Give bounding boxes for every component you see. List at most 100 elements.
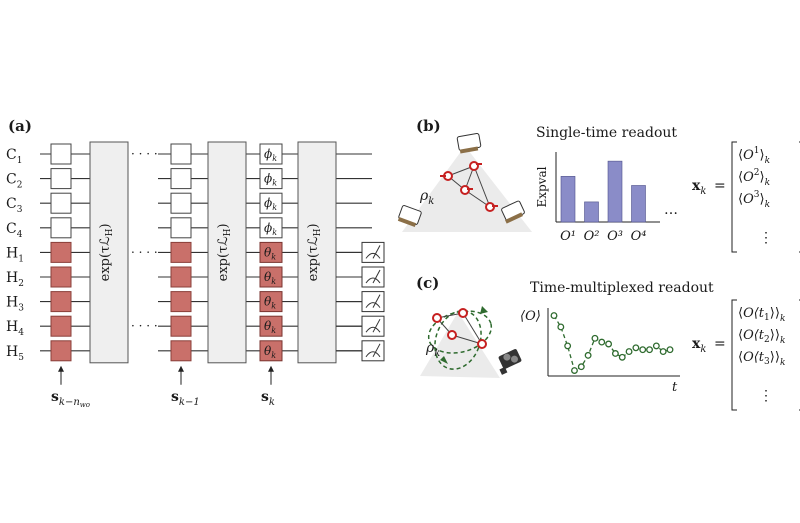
tick-label: O³: [607, 229, 623, 244]
vector-lhs: xk: [692, 336, 706, 355]
data-point: [659, 348, 667, 356]
input-label: sk−nwo: [51, 389, 90, 409]
control-box: [50, 143, 72, 165]
series-line: [553, 315, 671, 372]
data-point: [652, 342, 660, 350]
input-encoding-box: [50, 315, 72, 337]
line-chart: ⟨O⟩t: [520, 308, 680, 395]
detector-icon: [397, 205, 422, 227]
measurement-meter: [361, 291, 385, 313]
y-axis-label: ⟨O⟩: [520, 309, 541, 324]
input-encoding-box: [50, 266, 72, 288]
input-label: sk−1: [171, 389, 200, 408]
data-point: [646, 346, 653, 354]
feature-vector-b: xk=⟨O1⟩k⟨O2⟩k⟨O3⟩k⋮: [692, 141, 800, 253]
equals-sign: =: [714, 336, 726, 352]
ellipsis-dots: · · · ·: [131, 245, 158, 259]
data-point: [605, 340, 613, 348]
input-arrowhead: [268, 365, 274, 372]
theta-gate-label: θk: [264, 344, 276, 360]
theta-gate-label: θk: [264, 295, 276, 311]
theta-gate-label: θk: [264, 245, 276, 261]
theta-gate: [259, 266, 283, 288]
vertical-dots: ⋮: [759, 230, 773, 246]
data-point: [666, 346, 674, 354]
meter-arc: [365, 351, 381, 358]
control-box: [170, 168, 192, 190]
measurement-meter: [361, 241, 385, 263]
evolution-label: exp(τℒH): [216, 223, 233, 281]
qubit-label: H2: [6, 270, 24, 289]
vector-entry: ⟨O2⟩k: [738, 168, 770, 188]
theta-gate: [259, 291, 283, 313]
ellipsis-dots: · · · ·: [131, 319, 158, 333]
control-box: [170, 192, 192, 214]
qubit-label: H1: [6, 245, 24, 264]
evolution-label: exp(τℒH): [98, 223, 115, 281]
data-point: [564, 342, 572, 350]
meter-needle: [372, 245, 381, 259]
tick-label: O¹: [560, 229, 576, 244]
phi-gate: [259, 168, 283, 190]
input-encoding-box: [170, 315, 192, 337]
spin-node: [447, 330, 457, 340]
panel-b-title: Single-time readout: [536, 125, 677, 141]
phi-gate-label: ϕk: [264, 172, 277, 188]
control-box: [50, 217, 72, 239]
data-point: [625, 348, 633, 356]
measurement-meter: [361, 266, 385, 288]
evolution-gate: [89, 141, 129, 364]
tick-label: O²: [584, 229, 600, 244]
qubit-label: C1: [6, 147, 22, 166]
qubit-label: C3: [6, 196, 23, 215]
input-encoding-box: [170, 340, 192, 362]
theta-gate: [259, 241, 283, 263]
spin-node: [432, 313, 442, 323]
data-point: [598, 338, 606, 346]
evolution-label: exp(τℒH): [306, 223, 323, 281]
panel-a-label: (a): [8, 117, 32, 135]
detector-icon: [501, 200, 525, 224]
trajectory-arrowhead: [440, 356, 448, 364]
rho-label-c: ρk: [425, 340, 440, 359]
vector-entry: ⟨O1⟩k: [738, 146, 770, 166]
left-bracket: [731, 141, 737, 253]
meter-arc: [365, 252, 381, 259]
theta-gate: [259, 340, 283, 362]
panel-c-label: (c): [416, 274, 439, 292]
input-encoding-box: [170, 291, 192, 313]
input-encoding-box: [50, 340, 72, 362]
qubit-label: H4: [6, 319, 24, 338]
evolution-gate: [207, 141, 247, 364]
data-point: [632, 344, 640, 352]
feature-vector-c: xk=⟨O⟨t1⟩⟩k⟨O⟨t2⟩⟩k⟨O⟨t3⟩⟩k⋮: [692, 299, 800, 411]
phi-gate: [259, 217, 283, 239]
control-box: [50, 168, 72, 190]
phi-gate: [259, 143, 283, 165]
meter-arc: [365, 277, 381, 284]
phi-gate-label: ϕk: [264, 221, 277, 237]
qubit-label: C4: [6, 221, 23, 240]
phi-gate: [259, 192, 283, 214]
rho-label-b: ρk: [419, 188, 434, 207]
spin-node: [458, 308, 468, 318]
meter-arc: [365, 302, 381, 308]
data-point: [571, 367, 578, 374]
control-box: [170, 143, 192, 165]
phi-gate-label: ϕk: [264, 196, 277, 212]
bar: [584, 201, 599, 223]
qubit-label: H5: [6, 344, 24, 363]
control-box: [170, 217, 192, 239]
data-point: [557, 323, 565, 331]
sensor-nodes-c: [432, 308, 487, 349]
vector-entry: ⟨O⟨t3⟩⟩k: [738, 350, 785, 368]
meter-needle: [372, 318, 381, 333]
data-point: [618, 353, 626, 361]
theta-gate-label: θk: [264, 319, 276, 335]
spin-node: [477, 339, 487, 349]
meter-needle: [372, 343, 381, 358]
data-point: [591, 334, 599, 342]
data-point: [550, 312, 558, 320]
